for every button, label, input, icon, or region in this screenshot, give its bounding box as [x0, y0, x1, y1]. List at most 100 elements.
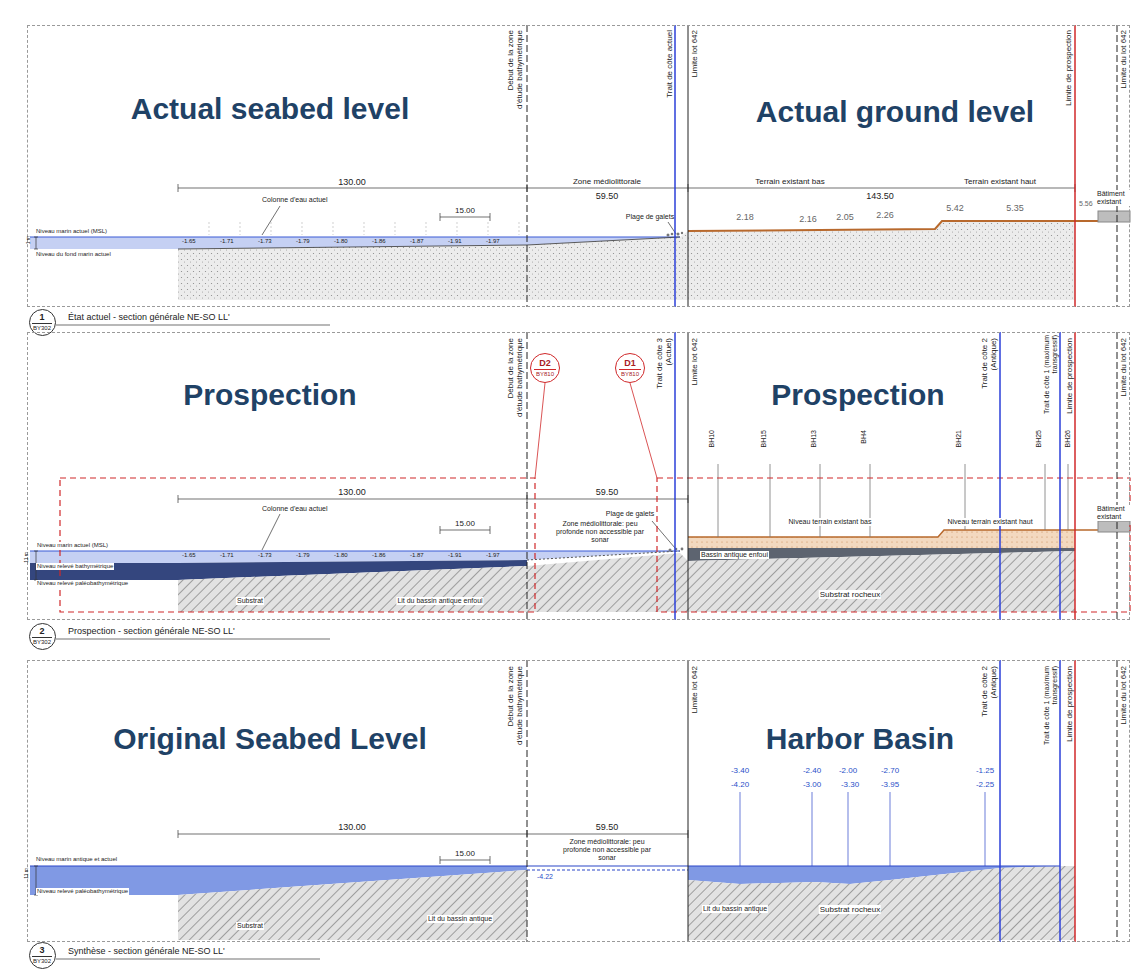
drawing-label: Niveau relevé paléobathymétrique: [36, 888, 129, 895]
panel-1-drawing: [34, 184, 1075, 325]
drawing-label: Trait de côte 1 (maximum transgressif): [1043, 666, 1059, 756]
section-panel: Original Seabed LevelHarbor BasinSynthès…: [27, 660, 1130, 942]
panel-3-drawing: [999, 660, 1001, 942]
null: [677, 233, 680, 236]
section-heading: Prospection: [771, 378, 944, 413]
panel-3-drawing: [527, 870, 688, 871]
drawing-label: Limite de prospection: [1064, 30, 1073, 115]
panel-2-drawing: [688, 530, 1075, 548]
panel-2-drawing: [34, 495, 688, 639]
callout-text: 3: [39, 946, 44, 955]
section-heading: Actual seabed level: [131, 92, 409, 127]
drawing-label: Limite de prospection: [1065, 666, 1074, 751]
drawing-label: 5.42: [946, 203, 964, 213]
drawing-label: BH21: [955, 430, 963, 460]
drawing-label: Niveau marin antique et actuel: [36, 856, 117, 863]
drawing-label: 15.00: [455, 849, 475, 858]
drawing-label: Bâtiment existant: [1096, 190, 1134, 206]
drawing-label: -1.65: [182, 552, 196, 559]
null: [669, 548, 684, 552]
panel-1-drawing: [527, 25, 528, 307]
null: [669, 549, 672, 552]
section-heading: Prospection: [183, 378, 356, 413]
callout-text: BY302: [33, 958, 51, 964]
drawing-label: -1.73: [258, 238, 272, 245]
drawing-label: 2.05: [836, 212, 854, 222]
drawing-label: BH10: [708, 430, 716, 460]
drawing-label: -1.97: [486, 552, 500, 559]
drawing-label: Substrat rocheux: [819, 905, 881, 914]
panel-2-drawing: [1059, 332, 1061, 620]
drawing-label: Limite du lot 642: [1119, 666, 1128, 736]
drawing-label: Niveau terrain existant haut: [946, 518, 1033, 526]
drawing-label: Début de la zone d'étude bathymétrique: [506, 338, 524, 423]
drawing-label: Zone médiolittorale: peu profonde non ac…: [555, 520, 645, 544]
drawing-label: Lit du bassin antique: [427, 915, 493, 923]
drawing-label: -1.80: [334, 238, 348, 245]
panel-3-drawing: [34, 830, 688, 959]
drawing-label: Trait de côte actuel: [665, 30, 674, 110]
panel-1-drawing: [30, 25, 1130, 325]
drawing-label: 130.00: [338, 177, 366, 187]
callout-circle: D1BY810: [615, 353, 645, 383]
drawing-label: Trait de côte 2 (Antique): [980, 338, 998, 413]
drawing-label: -1.87: [410, 552, 424, 559]
callout-text: 2: [39, 627, 44, 636]
callout-divider: [619, 369, 641, 370]
drawing-label: -2.40: [803, 766, 821, 775]
drawing-label: -1.65: [182, 238, 196, 245]
callout-text: BY302: [33, 639, 51, 645]
drawing-label: Terrain existant haut: [964, 177, 1036, 186]
drawing-label: Plage de galets: [626, 213, 674, 221]
drawing-label: 2.16: [799, 214, 817, 224]
panel-2-drawing: [1117, 332, 1118, 620]
drawing-label: 59.50: [596, 191, 619, 201]
drawing-label: -1.97: [486, 238, 500, 245]
section-heading: Original Seabed Level: [113, 722, 426, 757]
panel-3-drawing: [688, 660, 689, 942]
callout-text: D1: [624, 359, 636, 368]
drawing-label: -1.91: [448, 238, 462, 245]
null: [681, 232, 683, 234]
drawing-label: -1.79: [296, 552, 310, 559]
callout-text: BY302: [33, 325, 51, 331]
panel-1-drawing: [30, 236, 680, 237]
panel-2-drawing: [688, 332, 689, 620]
panel-2-drawing: [674, 332, 676, 620]
drawing-label: Limite lot 642: [690, 30, 699, 90]
panel-2-drawing: [30, 550, 680, 551]
panel-2-drawing: [30, 551, 680, 563]
drawing-label: 130.00: [338, 822, 366, 832]
drawing-label: Colonne d'eau actuel: [262, 196, 328, 204]
section-panel: ProspectionProspectionProspection - sect…: [27, 332, 1130, 620]
drawing-label: 2.18: [736, 212, 754, 222]
drawing-label: Colonne d'eau actuel: [262, 505, 328, 513]
section-caption: État actuel - section générale NE-SO LL': [68, 312, 230, 322]
drawing-label: Niveau marin actuel (MSL): [36, 542, 109, 549]
drawing-label: -4.20: [731, 780, 749, 789]
panel-3-drawing: [688, 866, 1075, 940]
panel-3-drawing: [740, 792, 985, 866]
panel-2-drawing: [999, 332, 1001, 620]
drawing-label: 2.26: [876, 210, 894, 220]
panel-3-drawing: [1059, 660, 1061, 942]
drawing-label: Zone médiolittorale: [573, 177, 641, 186]
drawing-label: Limite de prospection: [1065, 338, 1074, 423]
drawing-label: BH25: [1035, 430, 1043, 460]
drawing-label: -1.86: [372, 552, 386, 559]
drawing-label: Lit du bassin antique: [702, 905, 768, 913]
panel-1-drawing: [178, 237, 680, 249]
drawing-label: Terrain existant bas: [755, 177, 824, 186]
drawing-label: -1.80: [334, 552, 348, 559]
null: [667, 234, 670, 237]
section-heading: Actual ground level: [756, 95, 1034, 130]
panel-3-drawing: [30, 865, 1060, 866]
drawing-label: Bâtiment existant: [1096, 505, 1134, 521]
panel-2-drawing: [178, 553, 688, 612]
drawing-label: Niveau terrain existant bas: [788, 518, 873, 526]
panel-2-drawing: [60, 478, 535, 612]
section-caption: Synthèse - section générale NE-SO LL': [68, 946, 225, 956]
drawing-label: 130.00: [338, 487, 366, 497]
drawing-label: -3.95: [881, 780, 899, 789]
drawing-label: Substrat rocheux: [819, 590, 881, 599]
